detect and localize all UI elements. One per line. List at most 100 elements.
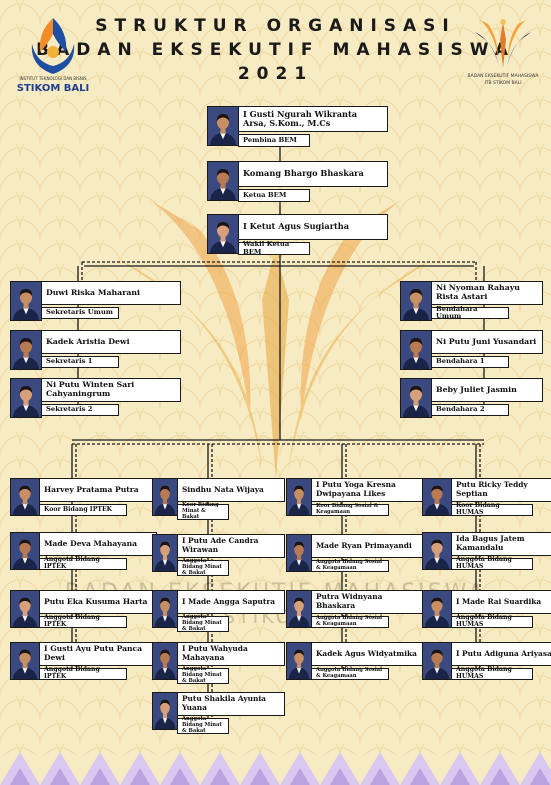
member-name: Putra Widnyana Bhaskara: [311, 590, 423, 614]
member-role: Anggota Bidang HUMAS: [451, 666, 533, 680]
member-name: I Gusti Ngurah Wikranta Arsa, S.Kom., M.…: [238, 106, 388, 132]
member-photo: [400, 330, 432, 370]
page-title-line1: STRUKTUR ORGANISASI: [95, 16, 456, 36]
logo-right-line2: ITB STIKOM BALI: [484, 81, 522, 86]
member-role: Koor Bidang IPTEK: [39, 504, 127, 516]
member-name: Duwi Riska Maharani: [41, 281, 181, 305]
member-photo: [152, 692, 178, 730]
member-role: Anggota Bidang Minat & Bakat: [177, 615, 229, 632]
logo-left-brand: STIKOM BALI: [16, 83, 90, 94]
member-name: Putu Shakila Ayunia Yuana: [177, 692, 285, 716]
member-name: Sindhu Nata Wijaya: [177, 478, 285, 502]
member-photo: [10, 281, 42, 321]
member-photo: [10, 330, 42, 370]
member-role: Anggota Bidang Minat & Bakat: [177, 667, 229, 684]
member-name: I Putu Wahyuda Mahayana: [177, 642, 285, 666]
logo-left-subtitle: INSTITUT TEKNOLOGI DAN BISNIS: [19, 76, 87, 81]
member-photo: [286, 478, 312, 516]
member-photo: [152, 642, 178, 680]
member-name: Kadek Agus Widyatmika: [311, 642, 423, 666]
member-photo: [10, 590, 40, 628]
member-photo: [400, 281, 432, 321]
member-photo: [400, 378, 432, 418]
member-photo: [422, 532, 452, 570]
page-title-year: 2021: [237, 64, 314, 84]
member-name: I Ketut Agus Sugiartha: [238, 214, 388, 240]
member-role: Anggota Bidang HUMAS: [451, 556, 533, 570]
member-name: Made Deva Mahayana: [39, 532, 157, 556]
member-role: Anggota Bidang Sosial & Keagamaan: [311, 559, 389, 572]
member-name: Putu Eka Kusuma Harta: [39, 590, 157, 614]
stikom-logo-icon: [31, 18, 75, 74]
member-role: Koor Bidang HUMAS: [451, 502, 533, 516]
member-role: Wakil Ketua BEM: [238, 240, 310, 255]
member-role: Anggota Bidang IPTEK: [39, 556, 127, 570]
member-role: Anggota Bidang Sosial & Keagamaan: [311, 667, 389, 680]
member-photo: [286, 642, 312, 680]
member-role: Anggota Bidang IPTEK: [39, 666, 127, 680]
member-photo: [152, 590, 178, 628]
member-photo: [10, 378, 42, 418]
member-photo: [286, 590, 312, 628]
member-role: Sekretaris 1: [41, 356, 119, 368]
member-name: Komang Bhargo Bhaskara: [238, 161, 388, 187]
member-name: I Putu Adiguna Ariyasa: [451, 642, 551, 666]
bem-logo-icon: [475, 19, 531, 68]
member-name: Beby Juliet Jasmin: [431, 378, 543, 402]
member-name: Ida Bagus Jatem Kamandalu: [451, 532, 551, 556]
member-role: Anggota Bidang HUMAS: [451, 614, 533, 628]
member-photo: [10, 478, 40, 516]
member-photo: [286, 534, 312, 572]
member-name: Ni Putu Juni Yusandari: [431, 330, 543, 354]
member-name: Ni Putu Winten Sari Cahyaningrum: [41, 378, 181, 402]
member-photo: [422, 478, 452, 516]
member-photo: [152, 478, 178, 516]
member-role: Sekretaris Umum: [41, 307, 119, 319]
member-name: Putu Ricky Teddy Septian: [451, 478, 551, 502]
member-photo: [152, 534, 178, 572]
member-photo: [207, 106, 239, 146]
member-role: Koor Bidang Sosial & Keagamaan: [311, 503, 389, 516]
member-role: Koor Bidang Minat & Bakat: [177, 503, 229, 520]
member-name: I Gusti Ayu Putu Panca Dewi: [39, 642, 157, 666]
member-photo: [207, 214, 239, 254]
member-role: Sekretaris 2: [41, 404, 119, 416]
member-photo: [422, 590, 452, 628]
member-name: Ni Nyoman Rahayu Rista Astari: [431, 281, 543, 305]
member-name: Harvey Pratama Putra: [39, 478, 157, 502]
logo-right-line1: BADAN EKSEKUTIF MAHASISWA: [467, 74, 539, 79]
member-name: I Putu Yoga Kresna Dwipayana Likes: [311, 478, 423, 502]
member-role: Bendahara 1: [431, 356, 509, 368]
member-role: Anggota Bidang IPTEK: [39, 614, 127, 628]
member-name: I Putu Ade Candra Wirawan: [177, 534, 285, 558]
bottom-pattern: [0, 752, 551, 785]
member-role: Anggota Bidang Minat & Bakat: [177, 717, 229, 734]
member-photo: [10, 642, 40, 680]
leadership-card: I Gusti Ngurah Wikranta Arsa, S.Kom., M.…: [207, 106, 389, 147]
member-role: Anggota Bidang Minat & Bakat: [177, 559, 229, 576]
member-name: Kadek Aristia Dewi: [41, 330, 181, 354]
member-role: Anggota Bidang Sosial & Keagamaan: [311, 615, 389, 628]
